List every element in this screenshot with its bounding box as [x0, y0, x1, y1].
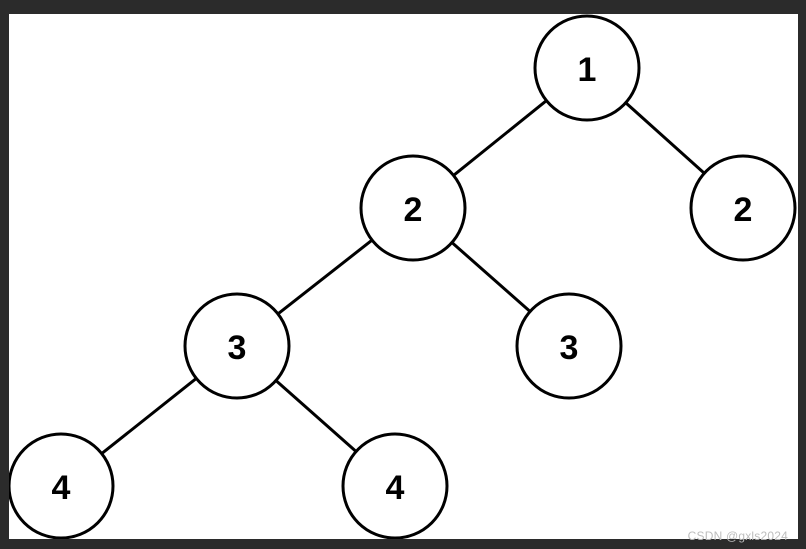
node-label: 2	[404, 191, 423, 229]
tree-node-n4a: 4	[9, 432, 115, 539]
node-circle	[515, 292, 623, 400]
tree-node-n2a: 2	[359, 154, 467, 262]
edge-n1-n2b	[624, 101, 706, 175]
node-circle	[341, 432, 449, 539]
tree-edges	[100, 99, 706, 455]
edge-n3a-n4b	[274, 379, 358, 453]
node-circle	[689, 154, 797, 262]
tree-node-n3b: 3	[515, 292, 623, 400]
node-label: 3	[560, 329, 579, 367]
edge-n2a-n3a	[276, 238, 374, 316]
tree-node-n1: 1	[533, 14, 641, 122]
edge-n1-n2a	[452, 99, 548, 177]
node-label: 1	[578, 51, 597, 89]
tree-node-n2b: 2	[689, 154, 797, 262]
tree-node-n3a: 3	[183, 292, 291, 400]
tree-nodes: 1 2 2 3 3 4 4	[9, 14, 797, 539]
edge-n3a-n4a	[100, 377, 198, 455]
edge-n2a-n3b	[450, 241, 532, 313]
watermark-text: CSDN @gxls2024	[687, 529, 788, 543]
node-circle	[183, 292, 291, 400]
tree-node-n4b: 4	[341, 432, 449, 539]
node-label: 2	[734, 191, 753, 229]
node-circle	[359, 154, 467, 262]
tree-diagram-canvas: 1 2 2 3 3 4 4	[9, 14, 798, 539]
node-circle	[533, 14, 641, 122]
node-label: 4	[52, 469, 71, 507]
node-circle	[9, 432, 115, 539]
binary-tree-diagram: 1 2 2 3 3 4 4	[9, 14, 797, 539]
node-label: 3	[228, 329, 247, 367]
node-label: 4	[386, 469, 405, 507]
